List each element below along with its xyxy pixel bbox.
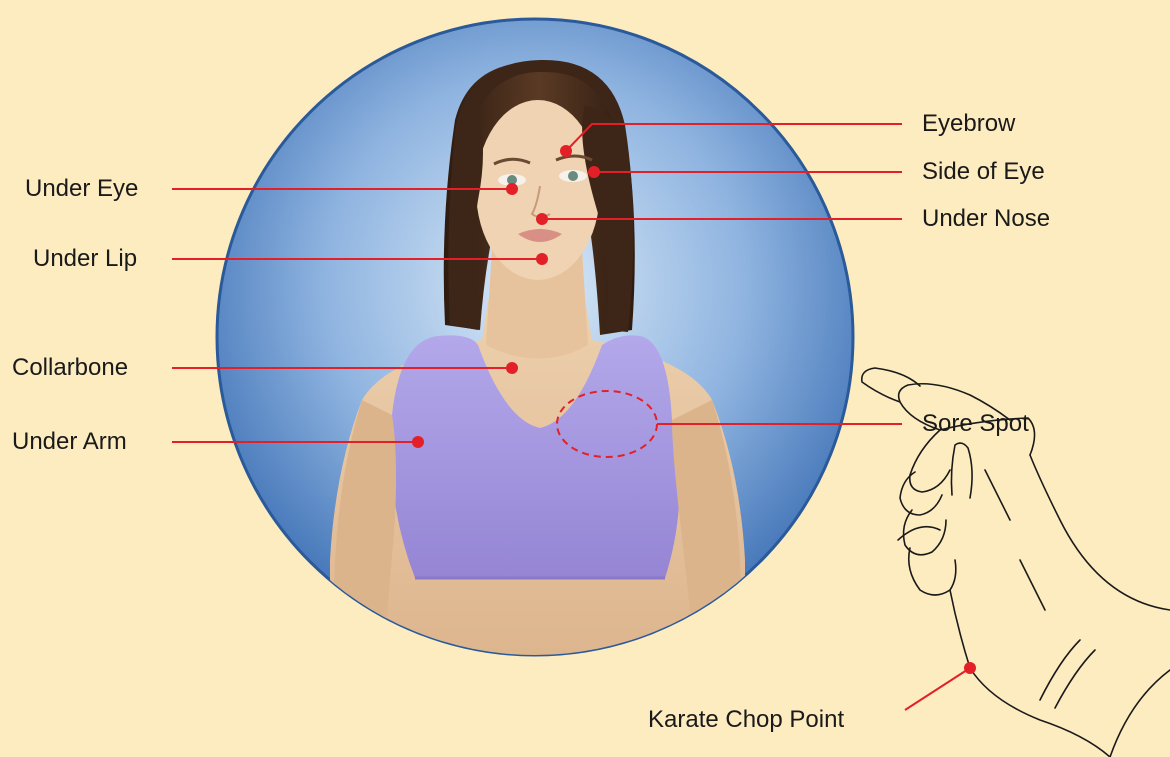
eyebrow-point [560, 145, 572, 157]
under-lip-point [536, 253, 548, 265]
collarbone-point [506, 362, 518, 374]
label-under-eye: Under Eye [25, 175, 138, 203]
label-side-of-eye: Side of Eye [922, 158, 1045, 186]
label-karate-chop: Karate Chop Point [648, 706, 844, 734]
karate-chop-leader [905, 668, 970, 710]
label-sore-spot: Sore Spot [922, 410, 1029, 438]
label-under-nose: Under Nose [922, 205, 1050, 233]
label-under-arm: Under Arm [12, 428, 127, 456]
side-of-eye-point [588, 166, 600, 178]
label-eyebrow: Eyebrow [922, 110, 1015, 138]
under-eye-point [506, 183, 518, 195]
under-nose-point [536, 213, 548, 225]
label-collarbone: Collarbone [12, 354, 128, 382]
karate-chop-point [964, 662, 976, 674]
label-under-lip: Under Lip [33, 245, 137, 273]
under-arm-point [412, 436, 424, 448]
